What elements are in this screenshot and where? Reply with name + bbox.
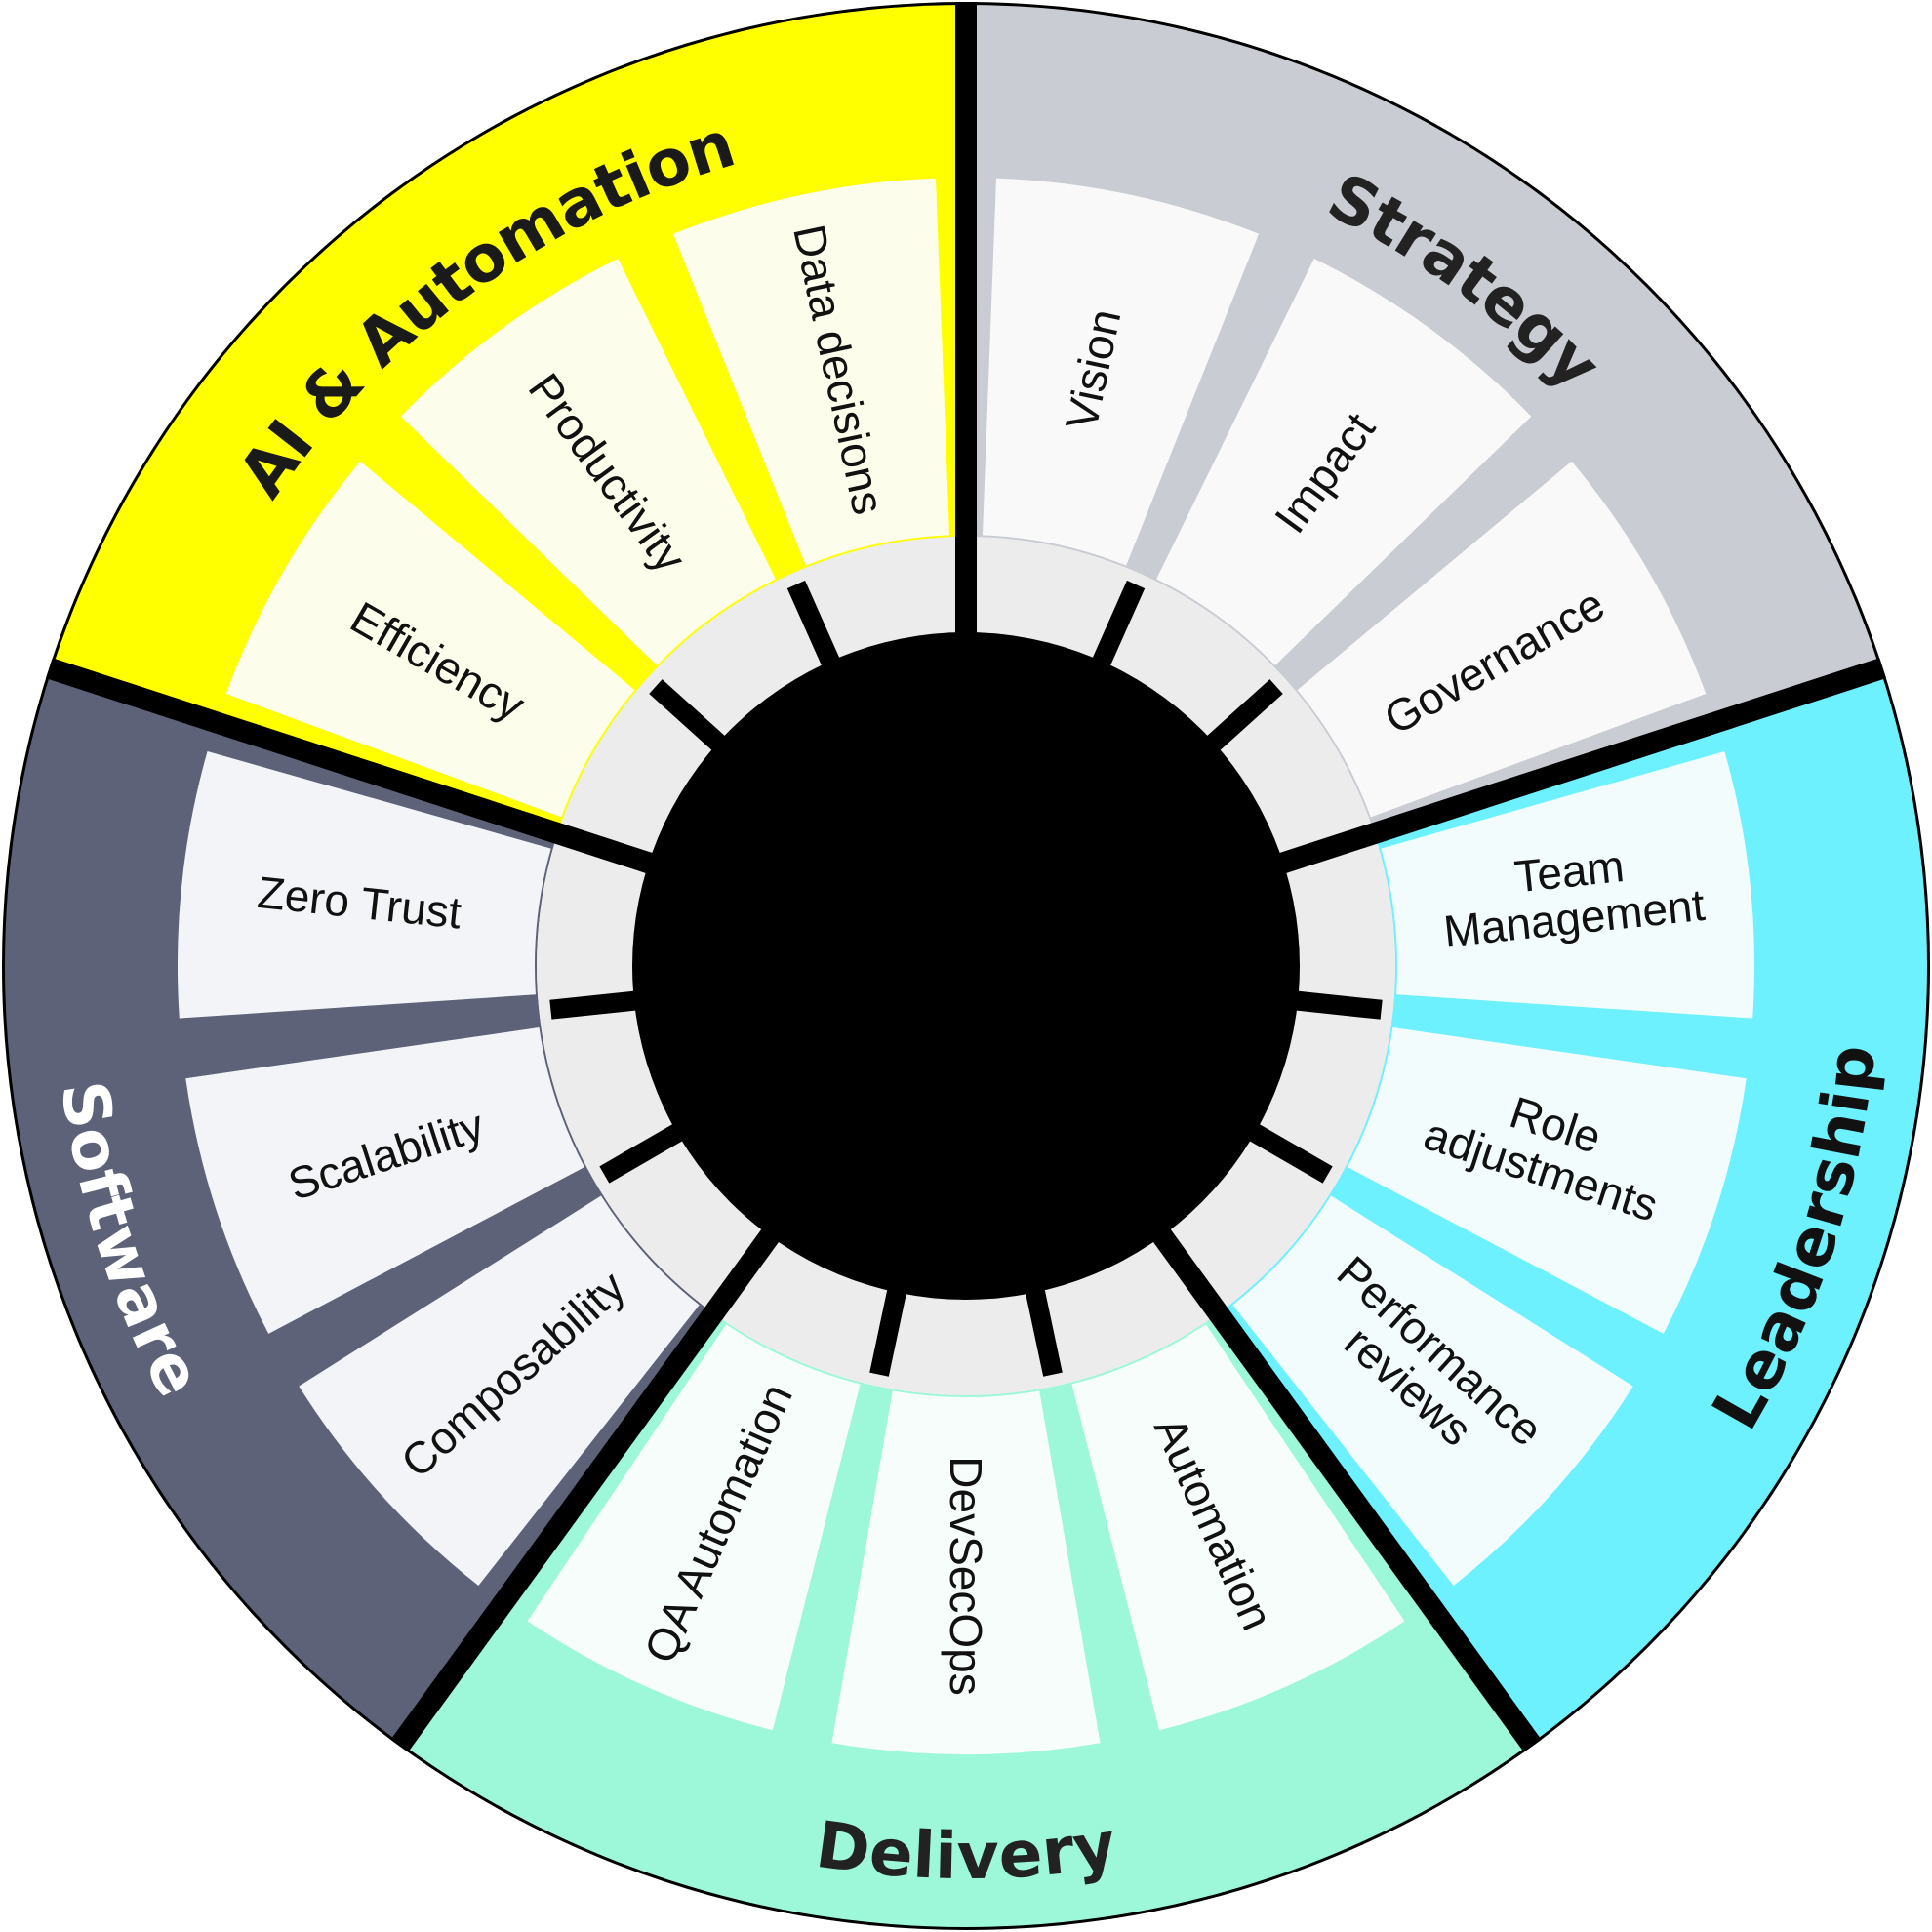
tile-governance	[1297, 461, 1707, 818]
category-separator	[1150, 1226, 1542, 1752]
separators	[45, 2, 1887, 1752]
item-separator	[786, 580, 842, 670]
tile-automation	[1071, 1324, 1405, 1731]
tile-productivity	[400, 259, 776, 665]
tile-scalability	[185, 1027, 585, 1334]
tile-efficiency	[225, 461, 635, 818]
tile-qa-automation	[527, 1324, 861, 1731]
item-tiles	[178, 178, 1754, 1755]
tile-team-management	[1381, 750, 1754, 1019]
category-label-delivery: Delivery	[812, 1807, 1120, 1894]
tile-vision	[982, 178, 1260, 566]
item-separator	[1025, 1285, 1063, 1377]
tile-zero-trust	[178, 750, 551, 1019]
item-separator	[549, 990, 640, 1020]
item-separator	[1090, 580, 1146, 670]
tile-impact	[1156, 259, 1532, 665]
hub-circle	[632, 632, 1300, 1300]
category-separator	[390, 1226, 782, 1752]
item-separator	[1292, 990, 1383, 1020]
tile-performance-reviews	[1232, 1195, 1633, 1586]
tile-devsecops	[831, 1390, 1101, 1755]
item-label-devsecops: DevSecOps	[941, 1456, 991, 1695]
tile-composability	[299, 1195, 700, 1586]
tile-data-decisions	[672, 178, 950, 566]
tile-role-adjustments	[1347, 1027, 1747, 1334]
hub	[632, 632, 1300, 1300]
item-separator	[1245, 1121, 1333, 1184]
category-separator	[1275, 658, 1887, 875]
item-separator	[599, 1121, 687, 1184]
item-separator	[1203, 679, 1283, 753]
item-separator	[649, 679, 729, 753]
category-separator	[45, 658, 657, 875]
item-separator	[869, 1285, 907, 1377]
